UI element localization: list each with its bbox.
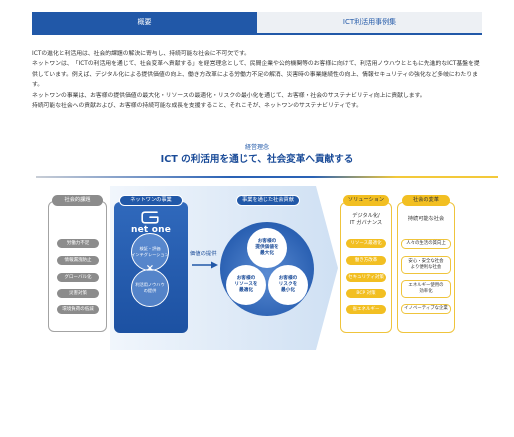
philosophy-label: 経営理念 <box>244 144 269 151</box>
transformation-item: イノベーティブな企業 <box>401 304 451 314</box>
circle-text-line: リスクを <box>278 282 298 288</box>
social-issues-title: 社会的課題 <box>52 195 103 206</box>
circle-text-line: の提供 <box>143 288 157 293</box>
solution-item: リソース最適化 <box>346 239 386 248</box>
circle-text-line: お客様の <box>236 276 256 282</box>
solution-item: 省エネルギー <box>346 305 386 314</box>
transformation-item: エネルギー使用の 効率化 <box>401 280 451 298</box>
subtitle-line: IT ガバナンス <box>349 220 383 226</box>
item-text-line: エネルギー使用の <box>408 283 444 288</box>
social-issue-item: 情報漏洩防止 <box>57 256 99 265</box>
circle-text-line: お客様の <box>257 239 277 245</box>
circle-text-line: お客様の <box>278 276 298 282</box>
solution-item: セキュリティ対策 <box>346 273 386 282</box>
item-text-line: 効率化 <box>419 289 433 294</box>
social-issue-item: 環境負荷の低減 <box>57 305 99 314</box>
circle-text-line: 提供価値を <box>255 245 279 251</box>
solution-item: 働き方改革 <box>346 256 386 265</box>
item-text-line: イノベーティブな企業 <box>404 306 448 311</box>
intro-paragraph: 持続可能な社会への貢献および、お客様の持続可能な成長を支援すること、それこそが、… <box>32 103 362 110</box>
social-issue-item: 労働力不足 <box>57 239 99 248</box>
circle-text-line: 最適化 <box>238 287 254 293</box>
circle-text-line: インテグレーション <box>131 252 169 257</box>
subtitle-line: デジタル化/ <box>352 213 380 219</box>
value-flow-label: 価値の提供 <box>190 251 217 257</box>
contribution-circle-optimize-resources: お客様の リソースを 最適化 <box>226 265 266 305</box>
tab-bar: 概要 ICT利活用事例集 <box>32 12 482 35</box>
transformation-item: 安心・安全な社会 より便利な社会 <box>401 256 451 274</box>
circle-text-line: 検証・評価 <box>139 246 161 252</box>
intro-paragraph: ICTの進化と利活用は、社会的課題の解決に寄与し、持続可能な社会に不可欠です。 <box>32 51 250 57</box>
item-text-line: 安心・安全な社会 <box>408 259 444 264</box>
transformation-subtitle: 持続可能な社会 <box>407 216 445 222</box>
contribution-circle-minimize-risk: お客様の リスクを 最小化 <box>268 265 308 305</box>
philosophy-statement: ICT の利活用を通じて、社会変革へ貢献する <box>160 154 354 165</box>
net-one-logo-text: net one <box>130 225 172 235</box>
intro-paragraph: ネットワンの事業は、お客様の提供価値の最大化・リソースの最適化・リスクの最小化を… <box>32 92 426 99</box>
item-text-line: 人々の生活の質向上 <box>406 241 446 246</box>
solution-item: BCP 対策 <box>346 289 386 298</box>
social-issue-item: グローバル化 <box>57 273 99 282</box>
transformation-title: 社会の変革 <box>402 195 450 206</box>
circle-text-line: 最大化 <box>259 250 275 256</box>
circle-text-line: 最小化 <box>280 287 296 293</box>
divider-line <box>36 176 498 178</box>
circle-text-line: 利活用ノウハウ <box>135 282 165 288</box>
intro-text: ICTの進化と利活用は、社会的課題の解決に寄与し、持続可能な社会に不可欠です。 … <box>32 49 481 111</box>
transformation-item: 人々の生活の質向上 <box>401 239 451 249</box>
tab-ict-case-studies[interactable]: ICT利活用事例集 <box>257 12 482 33</box>
business-title: ネットワンの事業 <box>119 195 183 206</box>
solutions-title: ソリューション <box>343 195 389 206</box>
net-one-logo-icon <box>141 211 159 224</box>
circle-text-line: リソースを <box>234 282 258 288</box>
tab-overview[interactable]: 概要 <box>32 12 257 33</box>
social-issue-item: 災害対策 <box>57 289 99 298</box>
contribution-circle-maximize-value: お客様の 提供価値を 最大化 <box>247 228 287 268</box>
cross-symbol: × <box>145 263 155 274</box>
business-circle-know-how: 利活用ノウハウ の提供 <box>131 269 169 307</box>
solutions-subtitle: デジタル化/ IT ガバナンス <box>340 213 392 227</box>
contribution-title: 事業を通じた社会貢献 <box>236 195 300 206</box>
business-circle-integration: 検証・評価 インテグレーション <box>131 233 169 271</box>
item-text-line: より便利な社会 <box>410 265 442 270</box>
intro-paragraph: ネットワンは、「ICTの利活用を通じて、社会変革へ貢献する」を経営理念として、民… <box>32 61 480 89</box>
arrow-right-icon <box>192 261 218 269</box>
